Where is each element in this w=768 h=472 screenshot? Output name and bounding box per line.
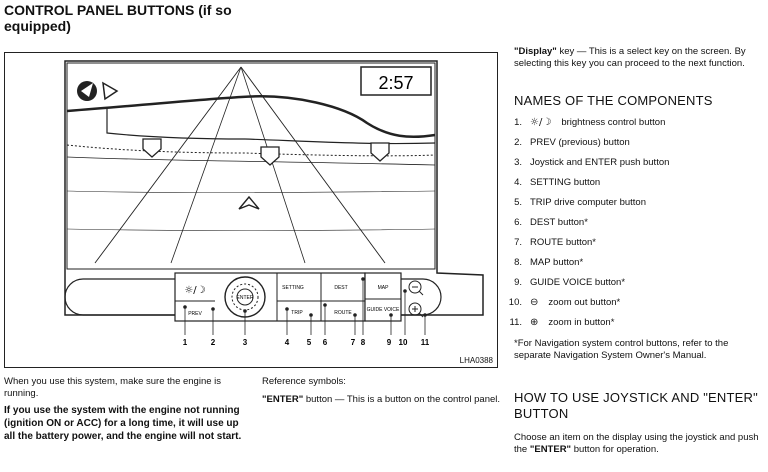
display-description: key — This is a select key on the screen… bbox=[514, 46, 746, 69]
setting-button: SETTING bbox=[282, 285, 304, 291]
callout-6: 6 bbox=[323, 338, 328, 347]
component-number: 4. bbox=[514, 177, 522, 188]
enter-term: "ENTER" bbox=[262, 394, 304, 405]
component-number: 10. bbox=[508, 297, 522, 308]
zoom-in-icon bbox=[408, 302, 422, 316]
component-label: MAP button* bbox=[530, 257, 584, 268]
component-label: GUIDE VOICE button* bbox=[530, 277, 626, 288]
route-line bbox=[66, 95, 436, 139]
component-label: zoom in button* bbox=[548, 317, 615, 328]
callout-1: 1 bbox=[183, 338, 188, 347]
component-number: 11. bbox=[509, 317, 522, 328]
howto-text: Choose an item on the display using the … bbox=[514, 432, 764, 456]
component-number: 5. bbox=[514, 197, 522, 208]
howto-enter: "ENTER" bbox=[529, 444, 572, 455]
component-number: 2. bbox=[514, 137, 522, 148]
figure-code: LHA0388 bbox=[459, 356, 493, 365]
howto-heading: HOW TO USE JOYSTICK AND "ENTER" BUTTON bbox=[514, 390, 758, 421]
callout-8: 8 bbox=[361, 338, 366, 347]
map-button: MAP bbox=[378, 285, 390, 291]
battery-warning: If you use the system with the engine no… bbox=[4, 405, 242, 442]
navigation-footnote: *For Navigation system control buttons, … bbox=[514, 338, 729, 361]
howto-pre: Choose an item on the display using the … bbox=[514, 432, 759, 455]
component-number: 1. bbox=[514, 117, 522, 128]
clock-box bbox=[360, 66, 432, 96]
guide-voice-button: GUIDE VOICE bbox=[367, 307, 400, 313]
dest-button: DEST bbox=[334, 285, 347, 291]
component-item: 8. MAP button* bbox=[500, 253, 764, 273]
display-definition: "Display" key — This is a select key on … bbox=[514, 46, 760, 70]
component-item: 5. TRIP drive computer button bbox=[500, 193, 764, 213]
component-item: 1. ☼/☽ brightness control button bbox=[500, 113, 764, 133]
route-shield-icon bbox=[260, 146, 280, 166]
display-term: "Display" bbox=[514, 46, 557, 57]
callout-11: 11 bbox=[421, 338, 430, 347]
callout-2: 2 bbox=[211, 338, 216, 347]
enter-definition: "ENTER" button — This is a button on the… bbox=[262, 394, 502, 406]
enter-button: ENTER bbox=[237, 295, 254, 301]
component-label: SETTING button bbox=[530, 177, 601, 188]
brightness-button: ☼/☽ bbox=[184, 285, 205, 296]
zoom-in-icon: ⊕ bbox=[530, 317, 539, 328]
display-screen bbox=[66, 62, 436, 270]
display-bezel bbox=[64, 60, 484, 316]
component-number: 3. bbox=[514, 157, 522, 168]
callout-10: 10 bbox=[399, 338, 408, 347]
control-panel-illustration: 2:57 ☼/☽ PREV ENTER bbox=[64, 60, 484, 347]
reference-symbols-title: Reference symbols: bbox=[262, 376, 346, 387]
component-number: 7. bbox=[514, 237, 522, 248]
component-label: ROUTE button* bbox=[530, 237, 596, 248]
component-item: 11. ⊕ zoom in button* bbox=[500, 313, 764, 333]
component-item: 10. ⊖ zoom out button* bbox=[500, 293, 764, 313]
component-label: PREV (previous) button bbox=[530, 137, 630, 148]
callout-5: 5 bbox=[307, 338, 312, 347]
trip-button: TRIP bbox=[291, 310, 303, 316]
component-item: 6. DEST button* bbox=[500, 213, 764, 233]
components-list: 1. ☼/☽ brightness control button 2. PREV (pr… bbox=[500, 113, 764, 333]
clock-text: 2:57 bbox=[378, 73, 413, 93]
component-label: brightness control button bbox=[561, 117, 666, 128]
component-label: TRIP drive computer button bbox=[530, 197, 646, 208]
control-panel-figure: 2:57 ☼/☽ PREV ENTER bbox=[4, 52, 498, 368]
route-button: ROUTE bbox=[334, 310, 352, 316]
component-number: 8. bbox=[514, 257, 522, 268]
car-marker-icon bbox=[102, 81, 119, 101]
zoom-out-icon bbox=[408, 280, 422, 294]
callout-3: 3 bbox=[243, 338, 248, 347]
howto-post: button for operation. bbox=[571, 444, 659, 455]
component-item: 9. GUIDE VOICE button* bbox=[500, 273, 764, 293]
callout-7: 7 bbox=[351, 338, 356, 347]
component-label: zoom out button* bbox=[548, 297, 621, 308]
callout-leaders bbox=[183, 277, 427, 335]
engine-running-note: When you use this system, make sure the … bbox=[4, 376, 222, 399]
component-label: Joystick and ENTER push button bbox=[530, 157, 670, 168]
brightness-icon: ☼/☽ bbox=[530, 117, 552, 128]
callout-9: 9 bbox=[387, 338, 392, 347]
zoom-out-icon: ⊖ bbox=[530, 297, 539, 308]
names-heading: NAMES OF THE COMPONENTS bbox=[514, 93, 713, 108]
route-shield-icon bbox=[142, 138, 162, 158]
component-label: DEST button* bbox=[530, 217, 588, 228]
component-item: 7. ROUTE button* bbox=[500, 233, 764, 253]
prev-button: PREV bbox=[188, 311, 202, 317]
enter-description: button — This is a button on the control… bbox=[303, 394, 501, 405]
component-item: 3. Joystick and ENTER push button bbox=[500, 153, 764, 173]
callout-4: 4 bbox=[285, 338, 290, 347]
component-number: 9. bbox=[514, 277, 522, 288]
component-item: 4. SETTING button bbox=[500, 173, 764, 193]
component-item: 2. PREV (previous) button bbox=[500, 133, 764, 153]
component-number: 6. bbox=[514, 217, 522, 228]
page-title: CONTROL PANEL BUTTONS (if so equipped) bbox=[4, 2, 232, 34]
vehicle-position-icon bbox=[238, 195, 260, 210]
route-shield-icon bbox=[370, 142, 390, 162]
